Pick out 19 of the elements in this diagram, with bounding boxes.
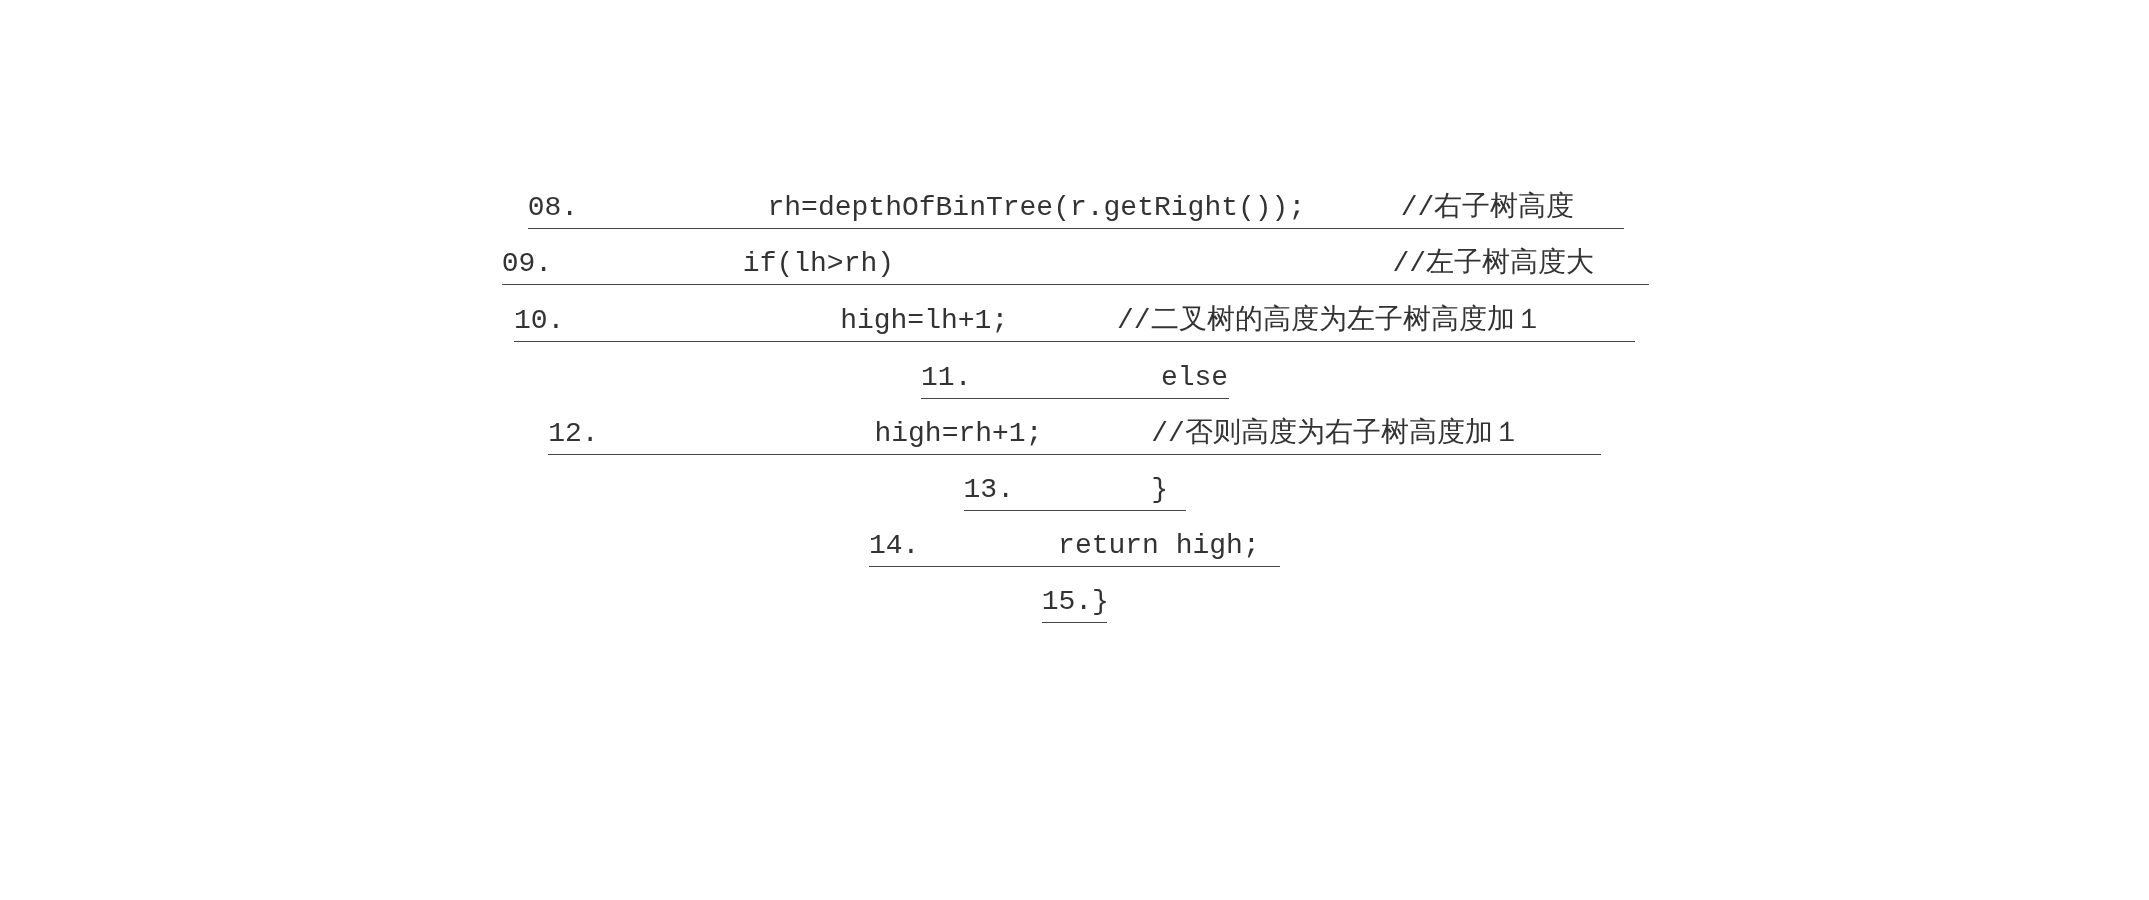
code-text: //否则高度为右子树高度加１ [1151, 416, 1521, 451]
code-text: return high; [1058, 529, 1260, 564]
code-text: 10. [513, 304, 565, 339]
code-text: high=rh+1; [874, 416, 1043, 451]
code-text: 11. [921, 360, 972, 395]
code-text: 09. [501, 246, 553, 281]
code-text: 13. [963, 473, 1014, 508]
code-text: //右子树高度 [1400, 190, 1575, 225]
code-text: 15.} [1041, 585, 1109, 620]
code-text: //二叉树的高度为左子树高度加１ [1117, 303, 1543, 339]
code-text: else [1160, 360, 1229, 395]
code-text: 14. [868, 529, 920, 564]
code-text: rh=depthOfBinTree(r.getRight()); [767, 190, 1306, 225]
code-text: 08. [527, 190, 579, 225]
code-text: //左子树高度大 [1392, 246, 1595, 281]
code-text: 12. [548, 416, 599, 451]
code-text: } [1151, 473, 1169, 508]
code-text: high=lh+1; [840, 304, 1009, 339]
code-text: if(lh>rh) [742, 246, 895, 281]
